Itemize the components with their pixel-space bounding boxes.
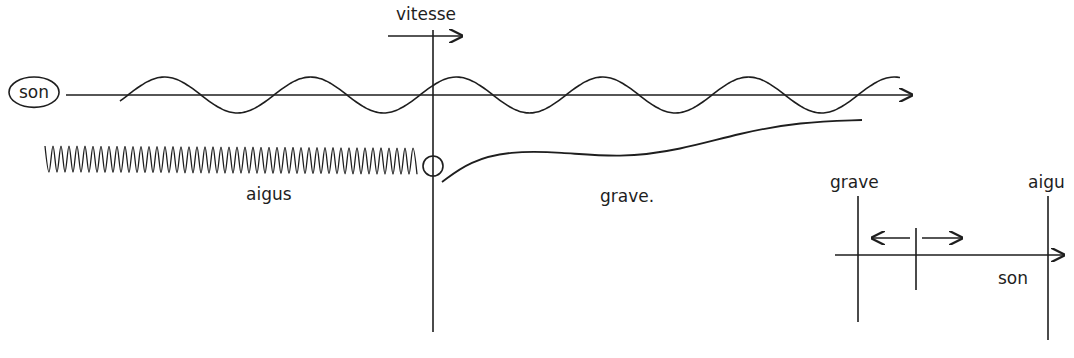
- scale-label: grave: [830, 172, 879, 192]
- speed-label: vitesse: [396, 4, 456, 24]
- wave-group: [45, 77, 900, 182]
- high-pitch-wave: [45, 146, 417, 174]
- origin-circle: [423, 156, 443, 176]
- speed-arrow: [388, 35, 462, 37]
- left-arrow: [872, 237, 910, 239]
- middle-tick: [915, 228, 917, 290]
- high-tick: [1047, 196, 1049, 340]
- low-pitch-wave: [442, 120, 862, 182]
- vertical-axis: [432, 30, 434, 332]
- low-tick: [857, 196, 859, 322]
- pitch-label: aigus: [246, 184, 292, 204]
- axis-label: son: [998, 268, 1028, 288]
- node-text: son: [19, 82, 49, 102]
- pitch-label: grave.: [600, 186, 654, 206]
- right-arrow: [922, 237, 962, 239]
- circled-label: son: [8, 76, 60, 108]
- pitch-axis: [835, 254, 1064, 256]
- scale-label: aigu: [1028, 172, 1065, 192]
- sound-wave: [120, 77, 900, 113]
